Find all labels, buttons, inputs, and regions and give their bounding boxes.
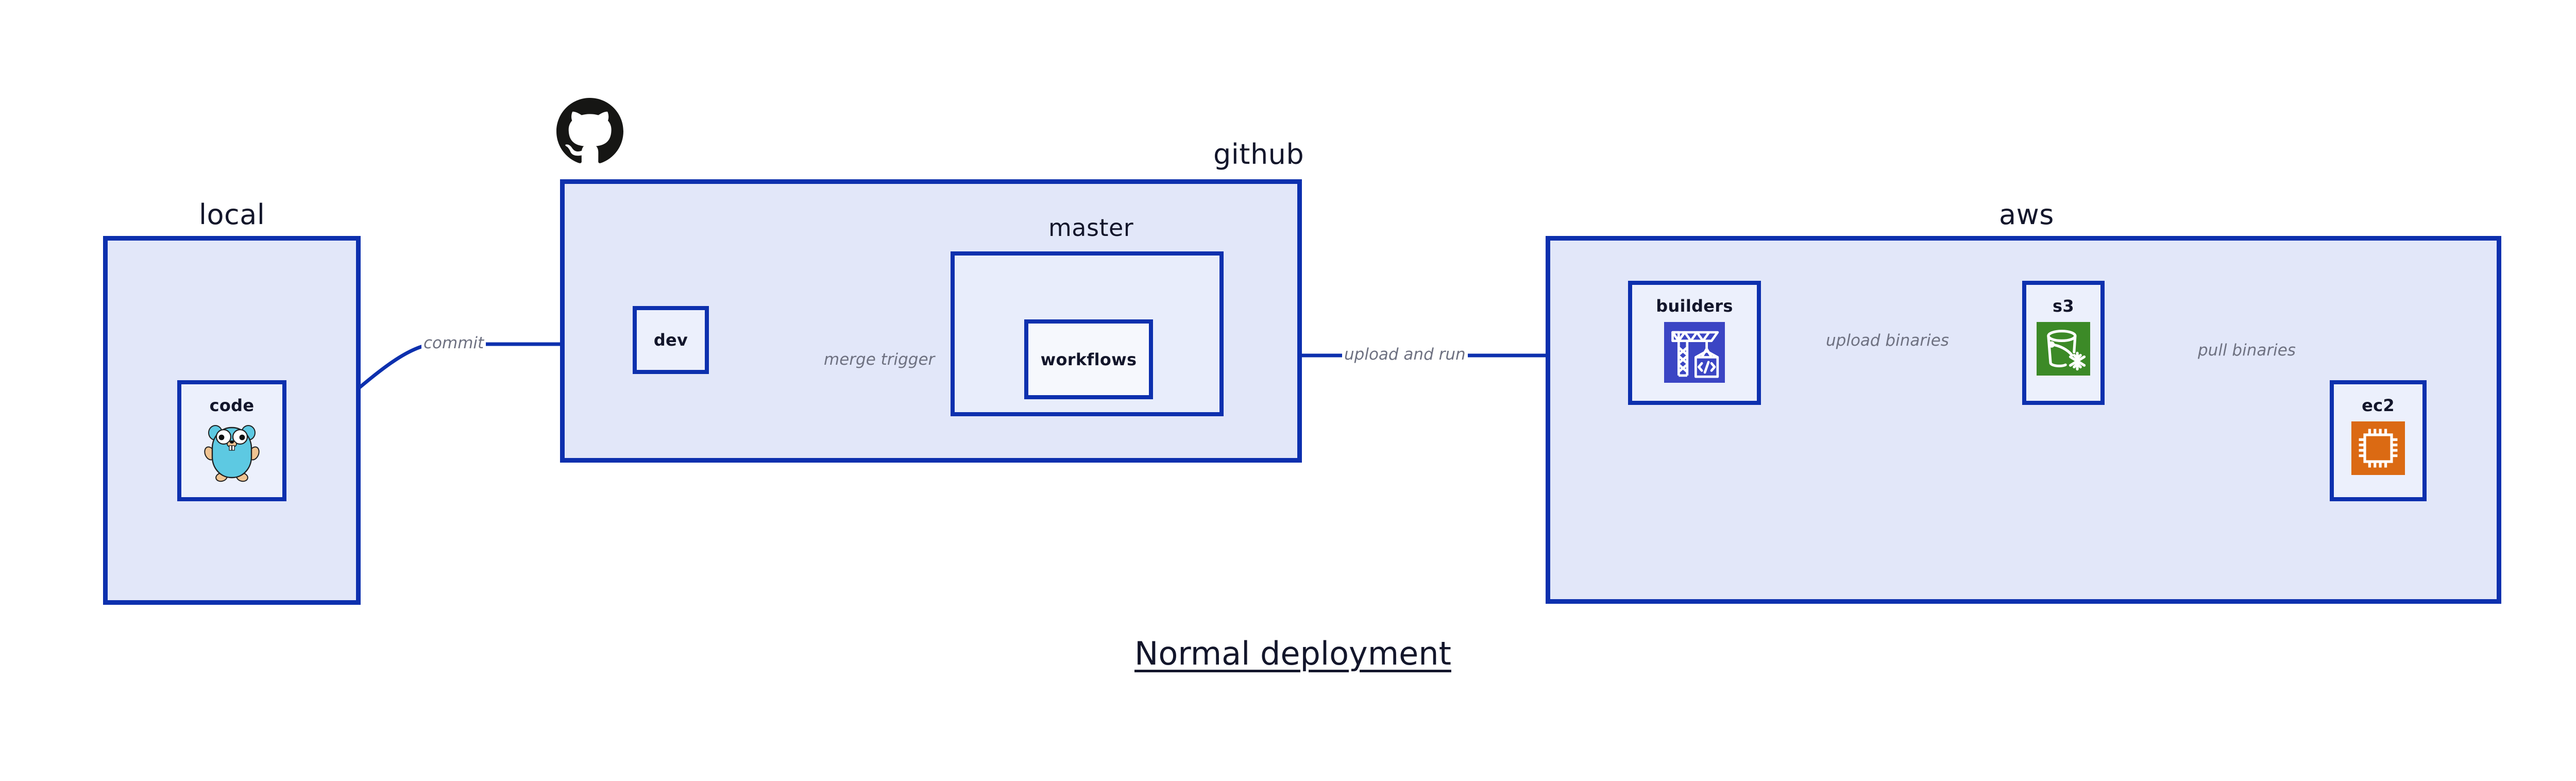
aws-s3-bucket-icon [2037, 322, 2090, 378]
node-code[interactable]: code [177, 380, 286, 501]
node-s3[interactable]: s3 [2022, 281, 2105, 405]
group-local[interactable] [103, 236, 361, 605]
subgroup-label-master: master [1048, 214, 1134, 242]
edge-label-upload-and-run: upload and run [1342, 345, 1468, 364]
node-label-s3: s3 [2053, 296, 2074, 316]
node-label-workflows: workflows [1040, 349, 1137, 369]
edge-label-pull-binaries: pull binaries [2196, 341, 2298, 360]
diagram-title: Normal deployment [1134, 635, 1451, 672]
group-label-local: local [199, 198, 265, 231]
node-label-builders: builders [1656, 296, 1733, 316]
edge-label-merge-trigger: merge trigger [822, 350, 937, 369]
edge-label-upload-binaries: upload binaries [1824, 331, 1951, 350]
node-workflows[interactable]: workflows [1024, 319, 1153, 399]
node-ec2[interactable]: ec2 [2330, 380, 2427, 501]
group-label-github: github [1213, 138, 1304, 171]
github-octocat-icon [556, 98, 623, 167]
node-builders[interactable]: builders [1628, 281, 1761, 405]
node-label-ec2: ec2 [2362, 396, 2395, 415]
aws-codebuild-crane-icon [1664, 322, 1725, 385]
go-gopher-icon [203, 421, 261, 485]
edge-label-commit: commit [421, 334, 486, 352]
node-label-dev: dev [653, 330, 688, 350]
node-label-code: code [209, 396, 255, 415]
node-dev[interactable]: dev [633, 306, 709, 374]
group-label-aws: aws [1999, 198, 2054, 231]
aws-ec2-chip-icon [2351, 421, 2405, 478]
